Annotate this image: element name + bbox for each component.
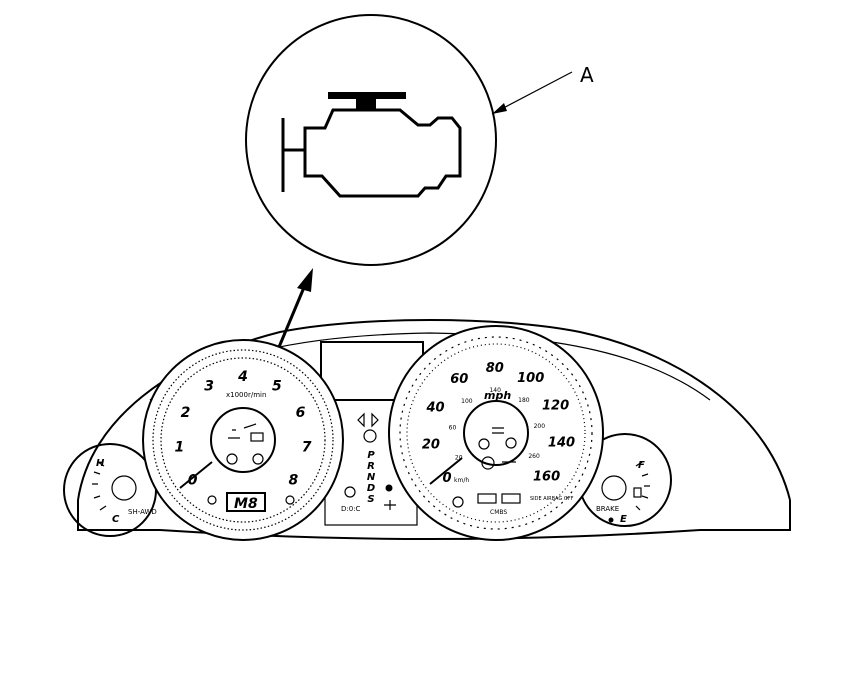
gear-digital-display [226,492,266,512]
seatbelt-icon [252,453,264,465]
tpms-icon [207,495,217,505]
brake-label: BRAKE [596,505,619,513]
side-airbag-label: SIDE AIRBAG OFF [530,496,574,502]
speed-mph-tick-label: 100 [517,371,544,386]
gear-position-label: R [367,461,375,472]
check-engine-small-icon [228,429,240,439]
speed-kmh-tick-label: 200 [534,423,546,430]
speed-kmh-tick-label: 20 [455,454,463,461]
speed-kmh-tick-label: 260 [528,453,540,460]
tach-tick-label: 0 [188,472,198,488]
speed-unit-mph: mph [484,389,511,402]
check-engine-icon [281,92,462,198]
fog-light-icon [344,486,356,498]
speed-kmh-tick-label: 180 [518,397,530,404]
tach-tick-label: 1 [175,440,185,456]
gear-position-label: D [367,483,375,494]
gear-mode: M [234,496,248,512]
speed-kmh-tick-label: 140 [489,387,501,394]
airbag-icon [478,438,490,450]
sh-awd-label: SH-AWD [128,508,157,516]
info-box-2 [501,493,521,504]
stability-icon [226,453,238,465]
speed-mph-tick-label: 20 [422,438,440,453]
speedometer: 0 20 40 60 80 100 120 140 160 20 60 100 140 180 200 260… [388,325,604,541]
speed-mph-tick-label: 80 [486,361,504,376]
tach-tick-label: 6 [296,405,306,421]
tach-tick-label: 2 [181,405,191,421]
fuel-pump-icon [633,487,642,498]
fuel-empty-label: E [620,514,627,525]
callout-label: A [580,63,594,87]
speed-mph-tick-label: 160 [533,469,560,484]
high-beam-dot [385,484,393,492]
speed-mph-tick-label: 60 [450,372,468,387]
tach-unit: x1000r/min [226,391,266,399]
temp-gauge: H C SH-AWD [63,443,157,537]
temp-cold-label: C [112,514,120,525]
speed-mph-tick-label: 140 [548,435,575,450]
turn-signal-icons [357,412,379,428]
tach-tick-label: 3 [204,379,214,395]
tach-tick-label: 5 [272,379,282,395]
abs-icon [481,456,495,470]
speed-kmh-tick-label: 60 [449,425,457,432]
gear-position-label: S [367,494,374,505]
speed-unit-kmh: km/h [454,477,469,484]
tire-pressure-icon [452,496,464,508]
tach-tick-label: 4 [237,369,248,385]
fuel-full-label: F [638,460,645,471]
brake-warning-icon [505,437,517,449]
headlight-icon [492,427,504,434]
temp-hot-label: H [96,458,105,469]
speed-mph-tick-label: 0 [442,471,451,486]
tach-tick-label: 8 [289,472,299,488]
oil-icon [243,423,257,429]
gear-digit: 8 [248,496,258,512]
speed-mph-tick-label: 120 [542,399,569,414]
magnified-callout: A [245,14,594,266]
speed-mph-tick-label: 40 [425,401,444,416]
key-icon [363,429,377,443]
trailer-icon [384,500,396,510]
callout-circle [245,14,497,266]
d0-label: D:0:C [341,505,361,513]
gear-position-label: N [367,472,376,483]
cmbs-label: CMBS [490,509,507,516]
info-box-1 [477,493,497,504]
traction-icon [285,495,295,505]
tach-tick-label: 7 [302,440,312,456]
speed-kmh-tick-label: 100 [461,398,473,405]
gear-position-label: P [367,450,375,461]
battery-icon [250,432,264,442]
